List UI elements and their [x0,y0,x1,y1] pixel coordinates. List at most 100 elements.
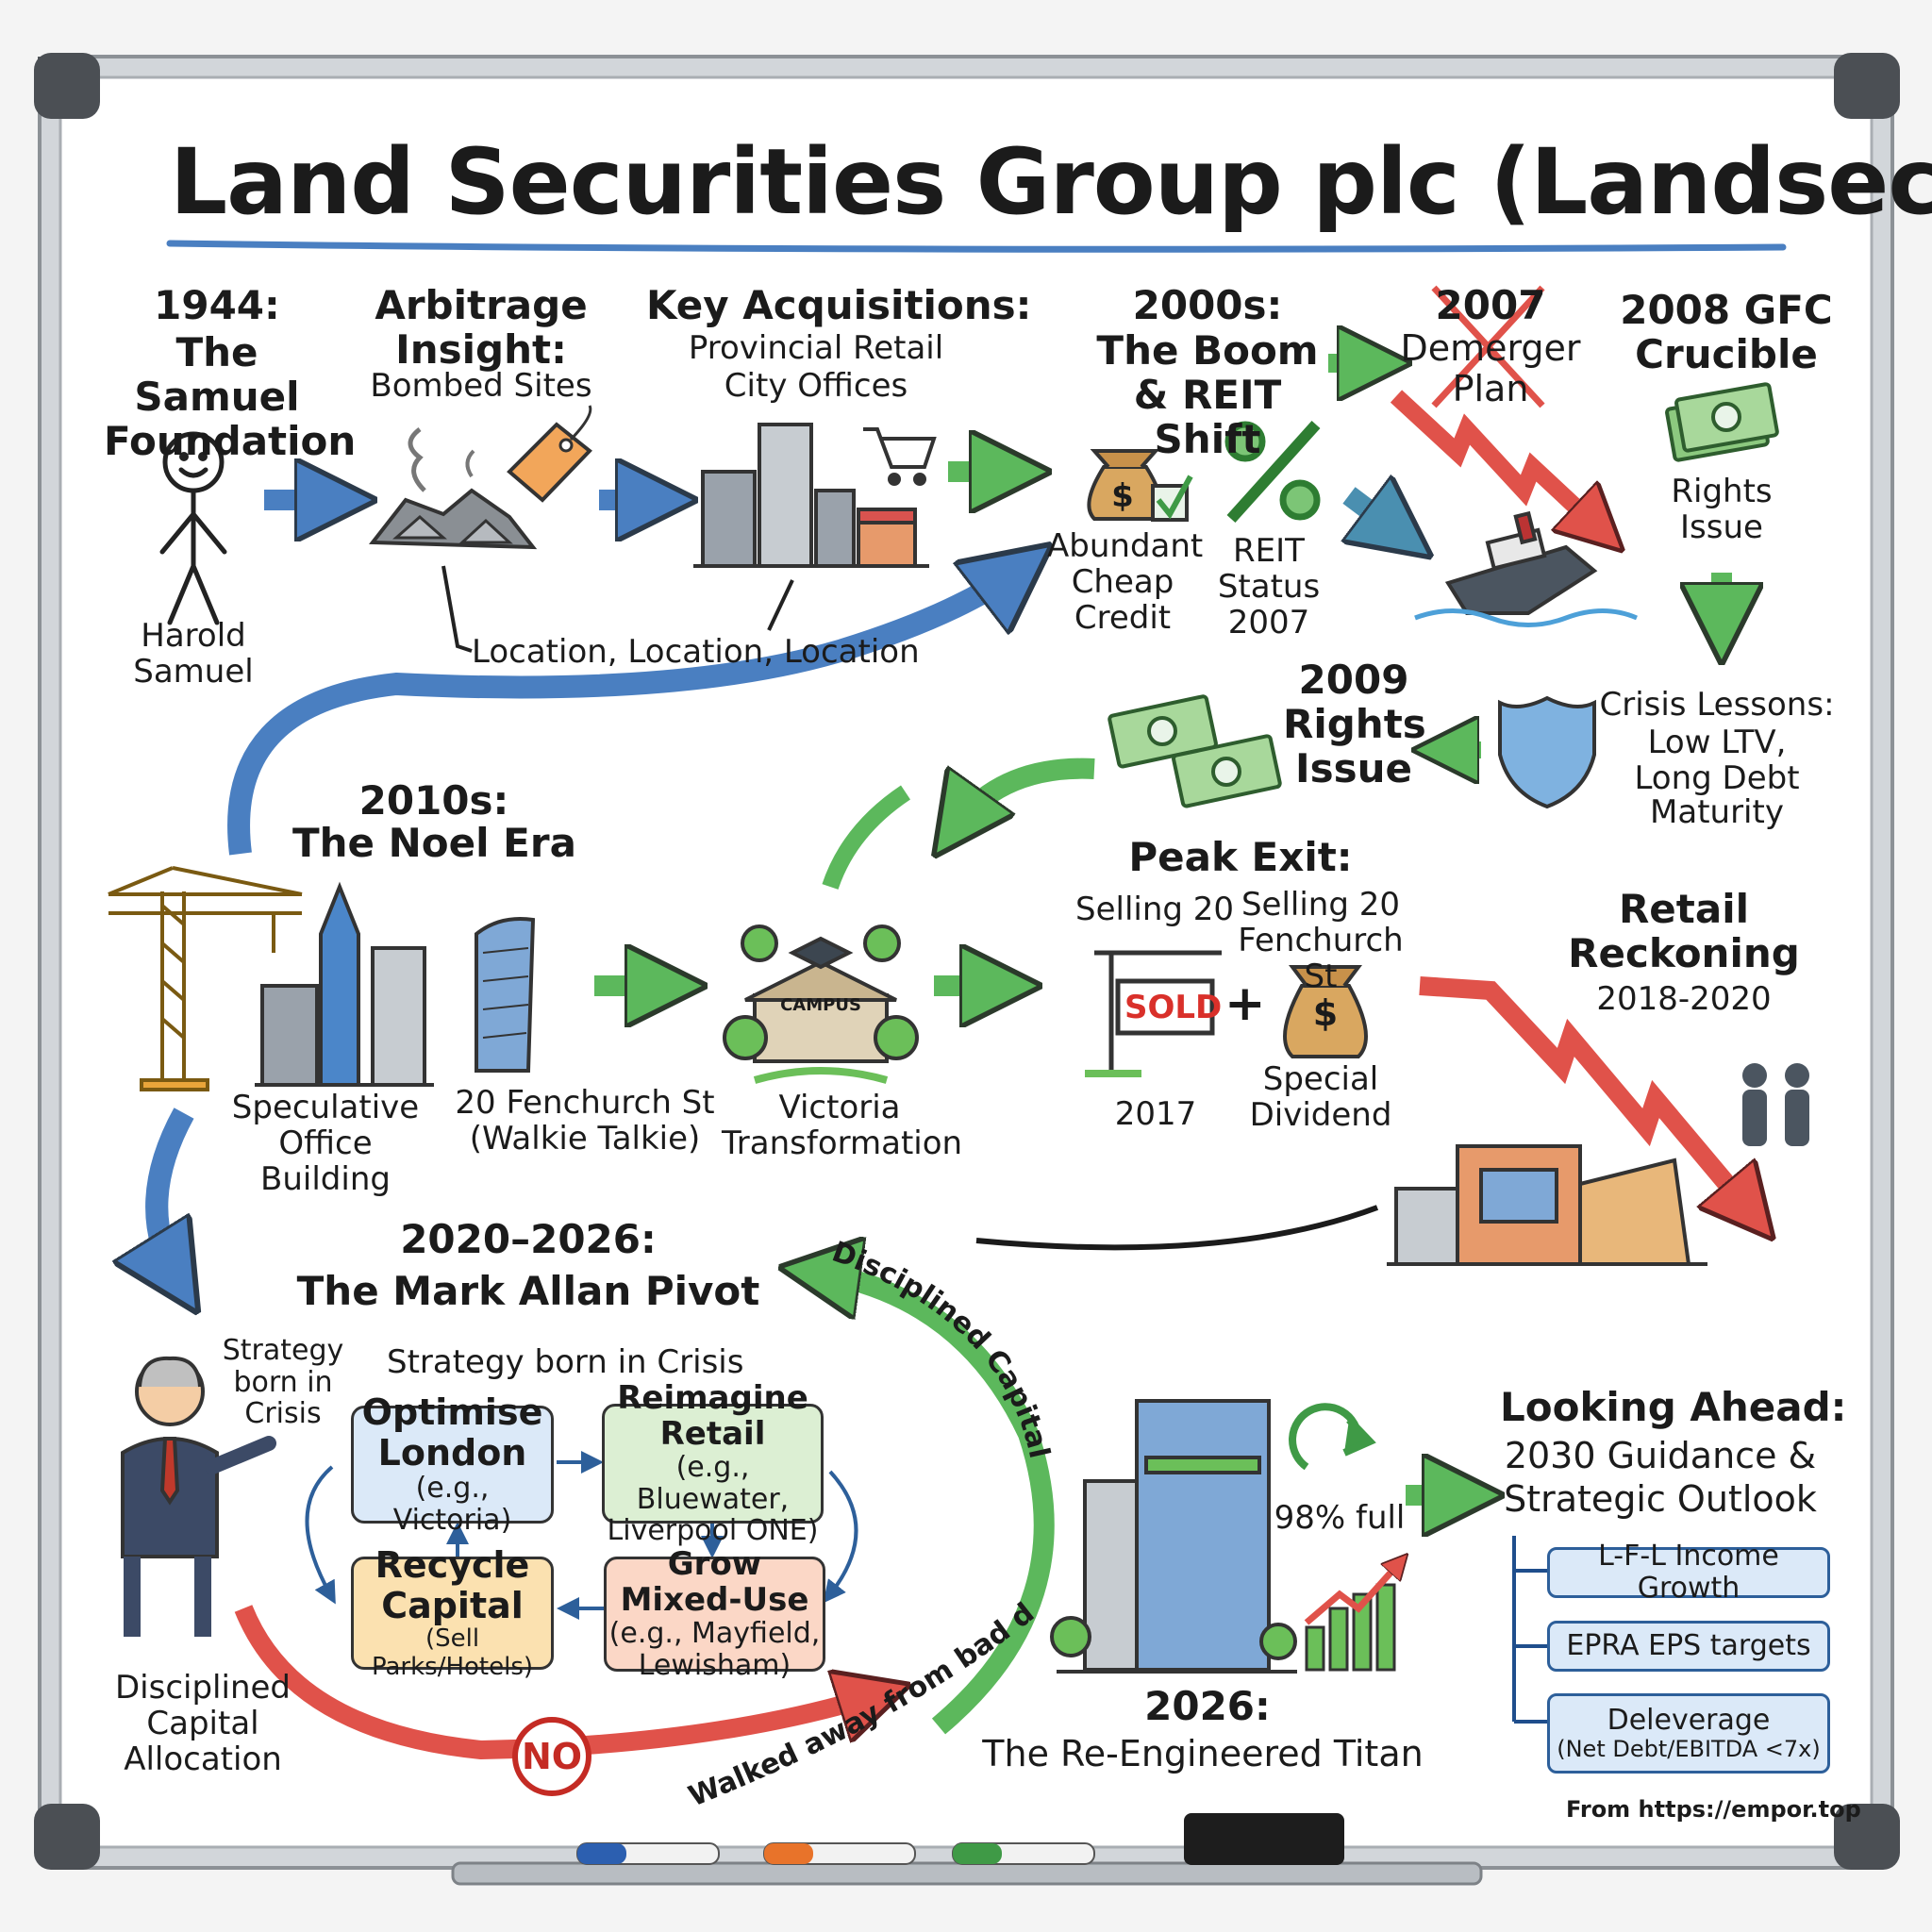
campus-icon [723,924,919,1084]
cycle-recycle-example: (Sell Parks/Hotels) [371,1624,534,1681]
outlook-item-epra: EPRA EPS targets [1547,1621,1830,1672]
arbitrage-sub: Bombed Sites [370,367,592,405]
ahead-sub1: 2030 Guidance & [1504,1435,1817,1476]
sold-sign-text: SOLD [1124,989,1223,1026]
credit-bag-symbol: $ [1111,477,1134,515]
skyscrapers-icon [255,881,434,1087]
peak-heading: Peak Exit: [1128,834,1353,880]
outlook-item-lfl: L-F-L Income Growth [1547,1541,1830,1604]
lessons-line3: Maturity [1650,793,1784,831]
arrow-noel-to-boom [227,566,1024,856]
rubble-icon [369,427,538,550]
outlook-item-epra-label: EPRA EPS targets [1566,1629,1811,1663]
allan-sub: The Mark Allan Pivot [296,1268,760,1314]
dividend-bag-symbol: $ [1312,992,1339,1034]
cycle-optimise-london: Optimise London (e.g., Victoria) [351,1392,554,1536]
cycle-recycle-title: Recycle Capital [375,1544,530,1626]
crane-icon [108,866,303,1091]
gfc-rights-issue: Rights Issue [1671,473,1773,547]
orange-marker[interactable] [763,1842,916,1865]
outlook-item-lfl-label: L-F-L Income Growth [1598,1540,1779,1605]
era-1944-year: 1944: [154,282,280,328]
worried-people-icon [1742,1063,1809,1146]
spec-office-label: Speculative Office Building [231,1089,420,1199]
recycle-arrows-icon [1289,1403,1376,1471]
disciplined-left-label: Disciplined Capital Allocation [114,1669,291,1779]
campus-sign: CAMPUS [780,995,861,1015]
occupancy-label: 98% full [1274,1499,1406,1537]
plus-sign: + [1224,975,1266,1032]
checkmark-box-icon [1151,475,1193,522]
ahead-heading: Looking Ahead: [1500,1384,1847,1430]
marker-tray [451,1861,1483,1886]
banknotes-icon [1108,694,1282,808]
cycle-reimagine-retail: Reimagine Retail (e.g., Bluewater, Liver… [602,1380,824,1547]
cycle-london-title: Optimise London [361,1391,543,1474]
cycle-mixed-title: Grow Mixed-Use [620,1545,809,1620]
percent-icon [1224,420,1321,524]
arbitrage-heading: Arbitrage Insight: [375,282,588,374]
outlook-bracket [1512,1536,1547,1724]
cycle-retail-title: Reimagine Retail [617,1379,808,1454]
retail-years: 2018-2020 [1596,980,1772,1018]
strategy-top-label: Strategy born in Crisis [387,1343,744,1381]
growth-chart-icon [1304,1561,1401,1672]
cash-stack-icon [1665,382,1779,462]
retail-heading: Retail Reckoning [1568,886,1800,977]
blue-marker[interactable] [576,1842,720,1865]
era-1944-heading: The Samuel Foundation [104,329,357,465]
location-pointer-lines [441,565,794,653]
peak-year: 2017 [1114,1095,1197,1133]
special-dividend-label: Special Dividend [1249,1060,1392,1135]
arrow-reit-to-ship [1349,495,1406,538]
boom-sub: The Boom & REIT Shift [1096,327,1319,463]
walkie-talkie-building-icon [475,917,536,1073]
shield-icon [1498,695,1596,809]
eraser[interactable] [1184,1813,1344,1865]
cycle-connectors [305,1451,858,1620]
harold-samuel-label: Harold Samuel [133,617,254,691]
acquisitions-line2: City Offices [724,367,908,405]
ahead-sub2: Strategic Outlook [1504,1478,1817,1520]
title-underline [166,240,1787,253]
sold-sign-icon [1085,950,1222,1077]
no-stop-sign: NO [512,1717,591,1796]
acquisitions-heading: Key Acquisitions: [646,282,1032,328]
city-buildings-icon [693,423,929,568]
businessman-icon [121,1356,276,1637]
titan-building-icon [1050,1399,1297,1674]
strategy-side-label: Strategy born in Crisis [222,1334,344,1431]
outlook-item-deleverage: Deleverage (Net Debt/EBITDA <7x) [1547,1693,1830,1774]
demerger-year: 2007 [1435,282,1546,328]
location-note: Location, Location, Location [472,633,920,671]
victoria-label: Victoria Transformation [722,1089,963,1163]
noel-sub: The Noel Era [292,820,576,866]
crossed-out-mark [1431,285,1545,408]
green-marker[interactable] [952,1842,1095,1865]
closed-shops-icon [1387,1144,1707,1266]
crash-arrow-gfc [1390,390,1604,533]
arrow-victoria-up [822,785,911,890]
lessons-line1: Low LTV, [1647,724,1787,761]
cycle-mixed-example: (e.g., Mayfield, Lewisham) [608,1617,821,1683]
money-bag-icon [1087,449,1163,521]
disciplined-capital-arc [811,1272,1055,1735]
titan-sub: The Re-Engineered Titan [982,1733,1424,1774]
curve-retail-to-allan [975,1205,1379,1251]
cycle-retail-example: (e.g., Bluewater, Liverpool ONE) [607,1451,819,1548]
page-title: Land Securities Group plc (Landsec) [170,129,1932,235]
outlook-item-deleverage-label: Deleverage [1607,1704,1771,1738]
acquisitions-line1: Provincial Retail [688,329,944,367]
cycle-london-example: (e.g., Victoria) [392,1472,512,1538]
cycle-grow-mixed-use: Grow Mixed-Use (e.g., Mayfield, Lewisham… [604,1546,825,1681]
footer-source: From https://empor.top [1566,1796,1861,1823]
lessons-line2: Long Debt [1634,759,1800,797]
boom-heading: 2000s: [1132,282,1283,328]
price-tag-icon [507,405,592,503]
rights-2009-label: 2009 Rights Issue [1283,657,1426,792]
allan-years: 2020–2026: [400,1216,657,1262]
gfc-heading: 2008 GFC Crucible [1620,287,1833,378]
sinking-ship-icon [1414,510,1638,627]
crash-arrow-retail [1419,976,1755,1217]
